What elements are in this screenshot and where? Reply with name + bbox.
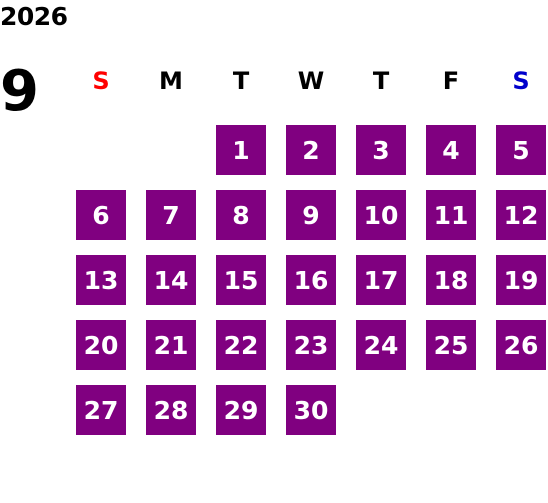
day-cell-19[interactable]: 19 — [496, 255, 546, 305]
day-cell-5[interactable]: 5 — [496, 125, 546, 175]
year-label: 2026 — [0, 2, 68, 31]
day-cell-4[interactable]: 4 — [426, 125, 476, 175]
day-cell-27[interactable]: 27 — [76, 385, 126, 435]
weekday-6: S — [512, 67, 530, 95]
day-cell-6[interactable]: 6 — [76, 190, 126, 240]
day-cell-20[interactable]: 20 — [76, 320, 126, 370]
day-cell-2[interactable]: 2 — [286, 125, 336, 175]
day-cell-10[interactable]: 10 — [356, 190, 406, 240]
day-cell-28[interactable]: 28 — [146, 385, 196, 435]
day-cell-7[interactable]: 7 — [146, 190, 196, 240]
day-cell-26[interactable]: 26 — [496, 320, 546, 370]
day-cell-30[interactable]: 30 — [286, 385, 336, 435]
day-cell-23[interactable]: 23 — [286, 320, 336, 370]
day-cell-22[interactable]: 22 — [216, 320, 266, 370]
day-cell-9[interactable]: 9 — [286, 190, 336, 240]
day-cell-3[interactable]: 3 — [356, 125, 406, 175]
day-cell-14[interactable]: 14 — [146, 255, 196, 305]
weekday-0: S — [92, 67, 110, 95]
day-cell-21[interactable]: 21 — [146, 320, 196, 370]
day-cell-11[interactable]: 11 — [426, 190, 476, 240]
weekday-1: M — [159, 67, 183, 95]
day-cell-24[interactable]: 24 — [356, 320, 406, 370]
month-number: 9 — [0, 59, 39, 124]
day-cell-1[interactable]: 1 — [216, 125, 266, 175]
weekday-5: F — [442, 67, 460, 95]
day-cell-8[interactable]: 8 — [216, 190, 266, 240]
day-cell-15[interactable]: 15 — [216, 255, 266, 305]
day-cell-18[interactable]: 18 — [426, 255, 476, 305]
day-cell-17[interactable]: 17 — [356, 255, 406, 305]
day-cell-16[interactable]: 16 — [286, 255, 336, 305]
day-cell-29[interactable]: 29 — [216, 385, 266, 435]
day-cell-12[interactable]: 12 — [496, 190, 546, 240]
weekday-2: T — [232, 67, 250, 95]
day-cell-13[interactable]: 13 — [76, 255, 126, 305]
weekday-3: W — [297, 67, 325, 95]
day-cell-25[interactable]: 25 — [426, 320, 476, 370]
weekday-4: T — [372, 67, 390, 95]
